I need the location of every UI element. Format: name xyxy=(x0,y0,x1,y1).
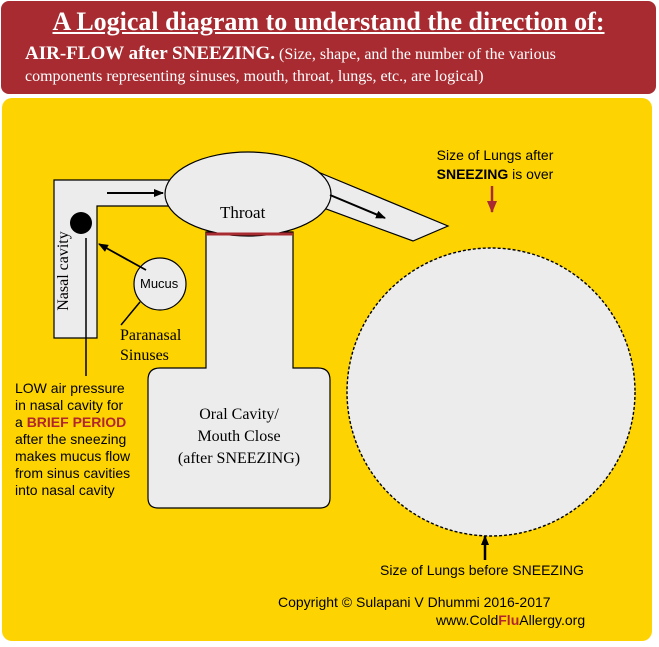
nasal-cavity-label: Nasal cavity xyxy=(55,231,72,311)
header-subtitle: AIR-FLOW after SNEEZING. (Size, shape, a… xyxy=(25,43,635,88)
header-banner: A Logical diagram to understand the dire… xyxy=(1,1,656,94)
mucus-drop-dot xyxy=(70,212,92,234)
header-subtitle-rest: (Size, shape, and the number of the vari… xyxy=(25,46,556,85)
mucus-sinus-circle xyxy=(133,257,187,311)
header-title: A Logical diagram to understand the dire… xyxy=(52,7,605,36)
copyright-text: Copyright © Sulapani V Dhummi 2016-2017 xyxy=(278,594,551,610)
throat-label: Throat xyxy=(220,203,266,222)
oral-cavity-shape xyxy=(147,231,331,509)
lungs-circle xyxy=(346,247,636,537)
website-link[interactable]: www.ColdFluAllergy.org xyxy=(436,612,586,628)
mucus-label: Mucus xyxy=(140,276,179,291)
throat-shape xyxy=(164,151,332,237)
lungs-after-label: Size of Lungs after SNEEZING is over xyxy=(436,147,554,182)
oral-cavity-label: Oral Cavity/ Mouth Close (after SNEEZING… xyxy=(177,406,301,467)
lungs-before-label: Size of Lungs before SNEEZING xyxy=(380,562,584,578)
low-pressure-note: LOW air pressure in nasal cavity for a B… xyxy=(15,380,131,498)
arrow-mucus-to-nasal xyxy=(98,243,147,271)
header-subtitle-bold: AIR-FLOW after SNEEZING. xyxy=(25,43,276,64)
arrow-throat-to-lungs xyxy=(329,194,386,219)
pointer-paranasal-label xyxy=(120,301,141,326)
paranasal-sinuses-label: Paranasal Sinuses xyxy=(120,327,182,364)
